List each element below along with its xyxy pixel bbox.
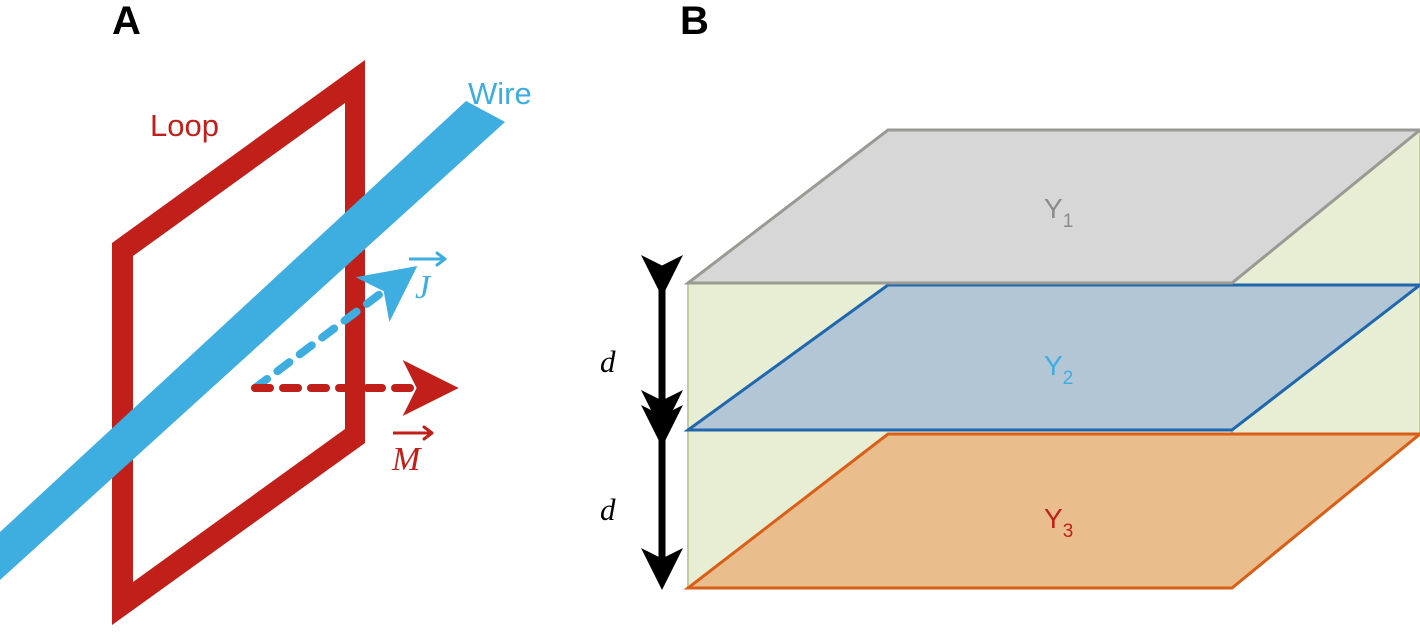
layer-plane-y1 [683,128,1420,285]
loop-label: Loop [150,108,219,143]
current-loop-shape [112,60,365,625]
spacing-label-upper: d [600,344,616,379]
current-vector-arrow [251,265,418,392]
layer-label-y1: Y1 [1044,193,1073,232]
layer-label-y3: Y3 [1044,503,1073,542]
panel-b-group: B Y3 Y2 Y1 d d [600,0,1420,591]
spacing-label-lower: d [600,492,616,527]
wire-label: Wire [468,76,532,111]
magnetization-vector-label: M [391,441,422,478]
magnetization-vector-label-group: M [391,425,434,478]
layer-plane-y2 [683,283,1420,432]
panel-a-letter: A [112,0,141,43]
current-vector-label: J [415,269,432,306]
m-overbar-head [422,425,434,441]
current-vector-label-group: J [409,251,447,306]
loop-front-edge [345,264,365,443]
j-overbar-head [435,251,447,267]
layer-label-y2: Y2 [1044,350,1073,389]
layer-plane-y3 [683,432,1420,590]
panel-b-letter: B [680,0,709,43]
panel-a-group: A Loop Wire J M [0,0,532,625]
wire-band [0,101,505,580]
